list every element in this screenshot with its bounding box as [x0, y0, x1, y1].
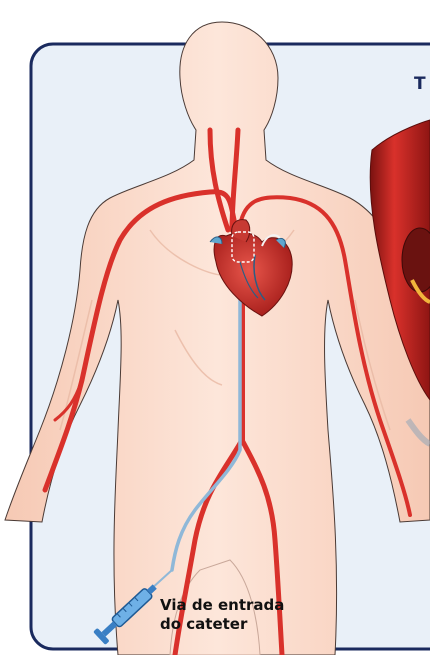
catheter-entry-label-line1: Via de entrada [160, 596, 284, 615]
panel-title-fragment: T [414, 74, 426, 94]
catheter-entry-label: Via de entrada do cateter [160, 596, 284, 634]
catheter-entry-label-line2: do cateter [160, 615, 284, 634]
